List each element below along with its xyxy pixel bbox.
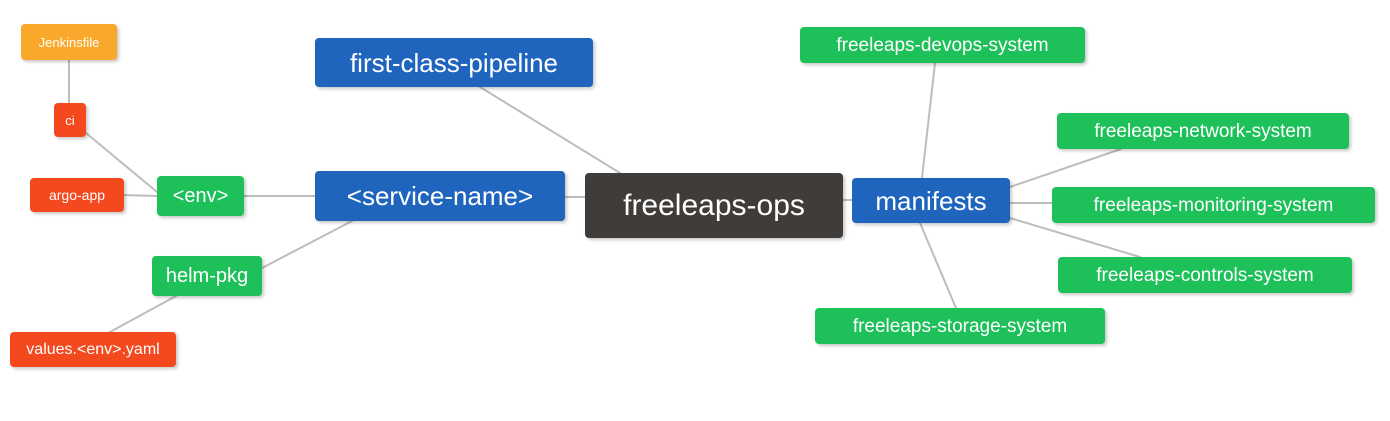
node-freeleaps-network-system[interactable]: freeleaps-network-system (1057, 113, 1349, 149)
node-label-helm-pkg: helm-pkg (165, 265, 249, 287)
node-freeleaps-ops[interactable]: freeleaps-ops (585, 173, 843, 238)
node-label-service-name: <service-name> (346, 181, 534, 211)
node-first-class-pipeline[interactable]: first-class-pipeline (315, 38, 593, 87)
node-label-manifests: manifests (875, 185, 987, 216)
node-label-argo-app: argo-app (48, 187, 106, 203)
edge-argo-app-to-env (123, 194, 158, 197)
node-freeleaps-monitoring-system[interactable]: freeleaps-monitoring-system (1052, 187, 1375, 223)
node-env[interactable]: <env> (157, 176, 244, 216)
node-label-freeleaps-monitoring-system: freeleaps-monitoring-system (1093, 194, 1334, 216)
node-freeleaps-devops-system[interactable]: freeleaps-devops-system (800, 27, 1085, 63)
node-service-name[interactable]: <service-name> (315, 171, 565, 221)
node-ci[interactable]: ci (54, 103, 86, 137)
node-label-jenkinsfile: Jenkinsfile (38, 34, 100, 50)
edge-manifests-to-freeleaps-devops-system (921, 62, 936, 179)
edge-helm-pkg-to-values-yaml (109, 295, 177, 333)
edge-service-name-to-helm-pkg (261, 220, 353, 269)
node-label-freeleaps-storage-system: freeleaps-storage-system (852, 315, 1068, 337)
node-manifests[interactable]: manifests (852, 178, 1010, 223)
node-freeleaps-controls-system[interactable]: freeleaps-controls-system (1058, 257, 1352, 293)
node-jenkinsfile[interactable]: Jenkinsfile (21, 24, 117, 60)
node-argo-app[interactable]: argo-app (30, 178, 124, 212)
node-label-freeleaps-controls-system: freeleaps-controls-system (1096, 264, 1314, 286)
node-values-yaml[interactable]: values.<env>.yaml (10, 332, 176, 367)
node-label-ci: ci (65, 112, 75, 128)
node-label-first-class-pipeline: first-class-pipeline (349, 47, 559, 78)
node-label-freeleaps-devops-system: freeleaps-devops-system (836, 34, 1049, 56)
node-label-freeleaps-ops: freeleaps-ops (623, 188, 805, 222)
edge-first-class-pipeline-to-freeleaps-ops (479, 86, 621, 174)
edge-manifests-to-freeleaps-controls-system (1009, 217, 1141, 258)
node-label-env: <env> (172, 185, 229, 207)
node-label-freeleaps-network-system: freeleaps-network-system (1094, 120, 1312, 142)
node-label-values-yaml: values.<env>.yaml (26, 340, 160, 358)
node-helm-pkg[interactable]: helm-pkg (152, 256, 262, 296)
edge-manifests-to-freeleaps-network-system (1009, 148, 1122, 188)
node-freeleaps-storage-system[interactable]: freeleaps-storage-system (815, 308, 1105, 344)
edge-manifests-to-freeleaps-storage-system (919, 222, 957, 309)
